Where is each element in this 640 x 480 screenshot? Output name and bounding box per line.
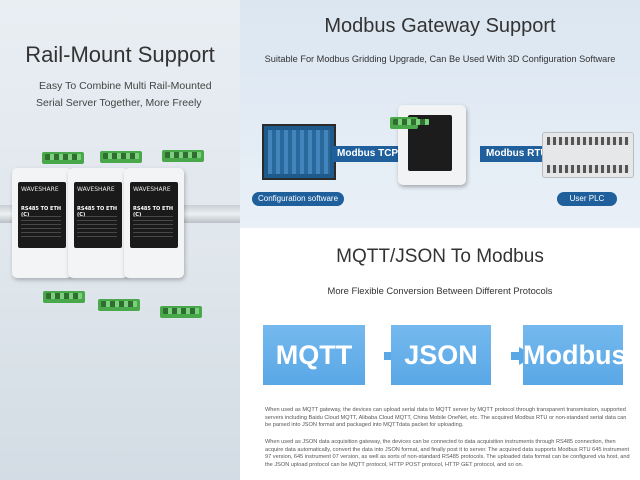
- configuration-software-screen: [262, 124, 336, 180]
- terminal-block: [100, 151, 142, 163]
- modbus-gateway-panel: Modbus Gateway Support Suitable For Modb…: [240, 0, 640, 228]
- modbus-rtu-band: [480, 146, 544, 162]
- modbus-gateway-subtitle: Suitable For Modbus Gridding Upgrade, Ca…: [264, 54, 616, 64]
- modbus-box: Modbus: [523, 325, 626, 385]
- rail-mount-title: Rail-Mount Support: [25, 42, 215, 67]
- mqtt-box: MQTT: [263, 325, 365, 385]
- mqtt-json-title: MQTT/JSON To Modbus: [336, 246, 544, 267]
- terminal-block: [162, 150, 204, 162]
- module-brand: WAVESHARE: [21, 186, 59, 193]
- modbus-rtu-label: Modbus RTU: [486, 148, 548, 159]
- module-model: RS485 TO ETH (C): [77, 206, 118, 218]
- configuration-software-pill: Configuration software: [252, 192, 344, 206]
- json-gateway-paragraph: When used as JSON data acquisition gatew…: [265, 439, 630, 468]
- module-model: RS485 TO ETH (C): [133, 206, 174, 218]
- modbus-tcp-band: [332, 146, 402, 162]
- mqtt-json-subtitle: More Flexible Conversion Between Differe…: [327, 285, 553, 296]
- modbus-tcp-label: Modbus TCP: [337, 148, 399, 159]
- serial-server-module: WAVESHARE RS485 TO ETH (C): [12, 168, 72, 278]
- module-brand: WAVESHARE: [133, 186, 171, 193]
- terminal-block: [42, 152, 84, 164]
- module-front-panel: WAVESHARE RS485 TO ETH (C): [18, 182, 66, 248]
- terminal-block: [390, 117, 429, 129]
- rail-mount-subtitle-line2: Serial Server Together, More Freely: [36, 97, 202, 109]
- mqtt-json-panel: MQTT/JSON To Modbus More Flexible Conver…: [240, 228, 640, 480]
- terminal-block: [98, 299, 140, 311]
- module-label-lines: [77, 216, 117, 238]
- module-label-lines: [133, 216, 173, 238]
- terminal-block: [160, 306, 202, 318]
- rail-mount-panel: Rail-Mount Support Easy To Combine Multi…: [0, 0, 240, 480]
- mqtt-gateway-paragraph: When used as MQTT gateway, the devices c…: [265, 407, 627, 429]
- serial-server-module: WAVESHARE RS485 TO ETH (C): [68, 168, 128, 278]
- module-front-panel: WAVESHARE RS485 TO ETH (C): [74, 182, 122, 248]
- module-label-lines: [21, 216, 61, 238]
- serial-server-module: WAVESHARE RS485 TO ETH (C): [124, 168, 184, 278]
- modbus-gateway-title: Modbus Gateway Support: [324, 15, 556, 37]
- module-brand: WAVESHARE: [77, 186, 115, 193]
- module-front-panel: WAVESHARE RS485 TO ETH (C): [130, 182, 178, 248]
- user-plc-pill: User PLC: [557, 192, 617, 206]
- module-model: RS485 TO ETH (C): [21, 206, 62, 218]
- rail-mount-subtitle-line1: Easy To Combine Multi Rail-Mounted: [39, 80, 212, 92]
- plc-device: [542, 132, 634, 178]
- json-box: JSON: [391, 325, 491, 385]
- terminal-block: [43, 291, 85, 303]
